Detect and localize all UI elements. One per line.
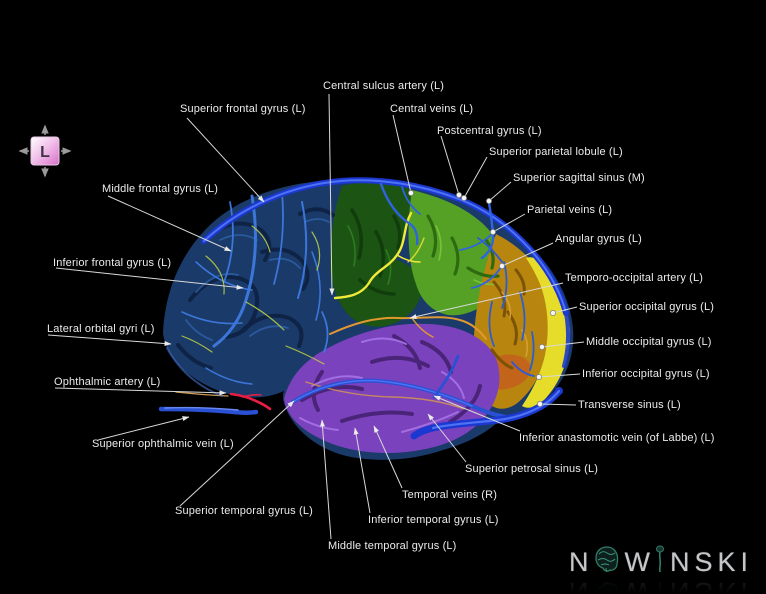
logo-letter: N xyxy=(669,546,690,577)
label-temporo-occipital-artery[interactable]: Temporo-occipital artery (L) xyxy=(565,272,704,284)
logo-letter: N xyxy=(569,546,589,577)
label-middle-temporal-gyrus[interactable]: Middle temporal gyrus (L) xyxy=(328,540,457,552)
label-temporal-veins[interactable]: Temporal veins (R) xyxy=(402,489,498,501)
gyri-texture xyxy=(176,207,529,433)
logo-letter: S xyxy=(694,546,713,577)
label-parietal-veins[interactable]: Parietal veins (L) xyxy=(527,204,613,216)
logo-brain-icon xyxy=(594,545,620,578)
logo-letter: W xyxy=(624,577,650,594)
label-superior-sagittal-sinus[interactable]: Superior sagittal sinus (M) xyxy=(513,172,645,184)
logo-letter: K xyxy=(717,577,736,594)
label-inferior-temporal-gyrus[interactable]: Inferior temporal gyrus (L) xyxy=(368,514,499,526)
label-transverse-sinus[interactable]: Transverse sinus (L) xyxy=(578,399,681,411)
label-lateral-orbital-gyri[interactable]: Lateral orbital gyri (L) xyxy=(47,323,155,335)
orientation-axes[interactable] xyxy=(18,124,72,178)
orientation-cube[interactable]: L xyxy=(13,120,77,184)
label-angular-gyrus[interactable]: Angular gyrus (L) xyxy=(555,233,642,245)
brain-region-precentral xyxy=(330,182,422,327)
logo-letter: S xyxy=(694,577,713,594)
label-superior-occipital-gyrus[interactable]: Superior occipital gyrus (L) xyxy=(579,301,715,313)
orientation-letter: L xyxy=(40,144,50,161)
label-middle-occipital-gyrus[interactable]: Middle occipital gyrus (L) xyxy=(586,336,712,348)
label-inferior-frontal-gyrus[interactable]: Inferior frontal gyrus (L) xyxy=(53,257,172,269)
label-ophthalmic-artery[interactable]: Ophthalmic artery (L) xyxy=(54,376,161,388)
logo-letter: I xyxy=(740,577,749,594)
label-inferior-anastomotic-vein[interactable]: Inferior anastomotic vein (of Labbe) (L) xyxy=(519,432,715,444)
logo-letter: I xyxy=(740,546,749,577)
logo-letter: W xyxy=(624,546,650,577)
label-postcentral-gyrus[interactable]: Postcentral gyrus (L) xyxy=(437,125,542,137)
logo-brainstem-icon xyxy=(655,577,665,594)
logo-brainstem-icon xyxy=(655,545,665,578)
label-superior-temporal-gyrus[interactable]: Superior temporal gyrus (L) xyxy=(175,505,313,517)
label-central-sulcus-artery[interactable]: Central sulcus artery (L) xyxy=(323,80,445,92)
logo-letter: N xyxy=(669,577,690,594)
label-inferior-occipital-gyrus[interactable]: Inferior occipital gyrus (L) xyxy=(582,368,710,380)
label-superior-petrosal-sinus[interactable]: Superior petrosal sinus (L) xyxy=(465,463,599,475)
label-superior-ophthalmic-vein[interactable]: Superior ophthalmic vein (L) xyxy=(92,438,234,450)
label-middle-frontal-gyrus[interactable]: Middle frontal gyrus (L) xyxy=(102,183,219,195)
label-central-veins[interactable]: Central veins (L) xyxy=(390,103,474,115)
logo-letter: K xyxy=(717,546,736,577)
label-superior-parietal-lobule[interactable]: Superior parietal lobule (L) xyxy=(489,146,623,158)
label-superior-frontal-gyrus[interactable]: Superior frontal gyrus (L) xyxy=(180,103,306,115)
logo-letter: N xyxy=(569,577,589,594)
orientation-face[interactable] xyxy=(30,136,60,166)
logo-brain-icon xyxy=(594,577,620,594)
